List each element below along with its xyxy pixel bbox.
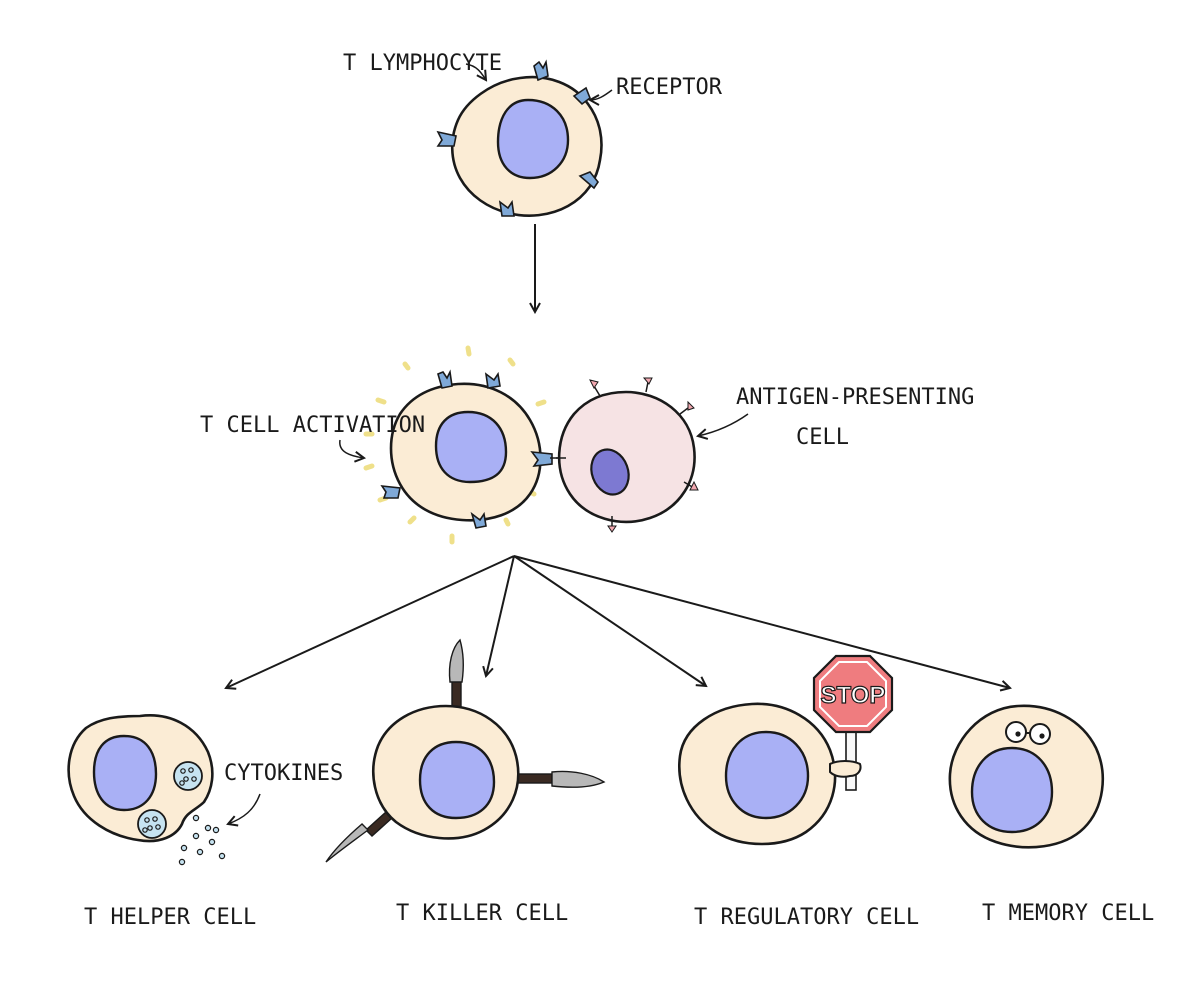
receptor-icon <box>380 369 553 529</box>
nucleus <box>970 746 1054 834</box>
label-t-cell-activation: T CELL ACTIVATION <box>200 413 425 438</box>
label-t-helper: T HELPER CELL <box>84 905 256 930</box>
label-receptor: RECEPTOR <box>616 75 723 100</box>
pointer-receptor <box>590 89 613 100</box>
receptor-icon <box>436 59 599 217</box>
nucleus <box>434 410 508 484</box>
label-cytokines: CYTOKINES <box>224 761 343 786</box>
t-memory-cell <box>948 704 1105 849</box>
cytokine-vesicle-icon <box>137 761 203 839</box>
t-killer-cell <box>325 638 606 863</box>
t-regulatory-cell: STOP <box>678 654 894 846</box>
pointer-t-lymphocyte <box>465 63 486 80</box>
label-t-killer: T KILLER CELL <box>396 901 568 926</box>
branch-arrows <box>226 555 1010 688</box>
nucleus <box>724 730 810 820</box>
label-t-regulatory: T REGULATORY CELL <box>694 905 919 930</box>
t-lymphocyte-cell <box>436 59 603 217</box>
nucleus <box>496 98 570 180</box>
pointer-cytokines <box>228 793 261 824</box>
activated-t-cell <box>380 369 553 529</box>
stop-sign-text: STOP <box>821 682 886 709</box>
label-apc-line1: ANTIGEN-PRESENTING <box>736 385 974 410</box>
activation-glow-icon <box>363 345 547 545</box>
label-t-lymphocyte: T LYMPHOCYTE <box>343 51 502 76</box>
nucleus <box>92 734 158 812</box>
knife-icon <box>517 770 606 788</box>
stop-sign-icon: STOP <box>812 654 894 791</box>
t-helper-cell <box>67 714 226 866</box>
pointer-activation <box>339 439 364 458</box>
apc-nucleus <box>590 448 630 496</box>
nucleus <box>418 740 496 820</box>
antigen-presenting-cell <box>550 377 699 533</box>
pointer-apc <box>698 413 749 436</box>
knife-icon <box>448 638 465 713</box>
glasses-icon <box>1005 721 1051 745</box>
knife-icon <box>325 811 394 863</box>
label-t-memory: T MEMORY CELL <box>982 901 1154 926</box>
cytokine-dots-icon <box>178 814 226 866</box>
label-apc-line2: CELL <box>796 425 849 450</box>
